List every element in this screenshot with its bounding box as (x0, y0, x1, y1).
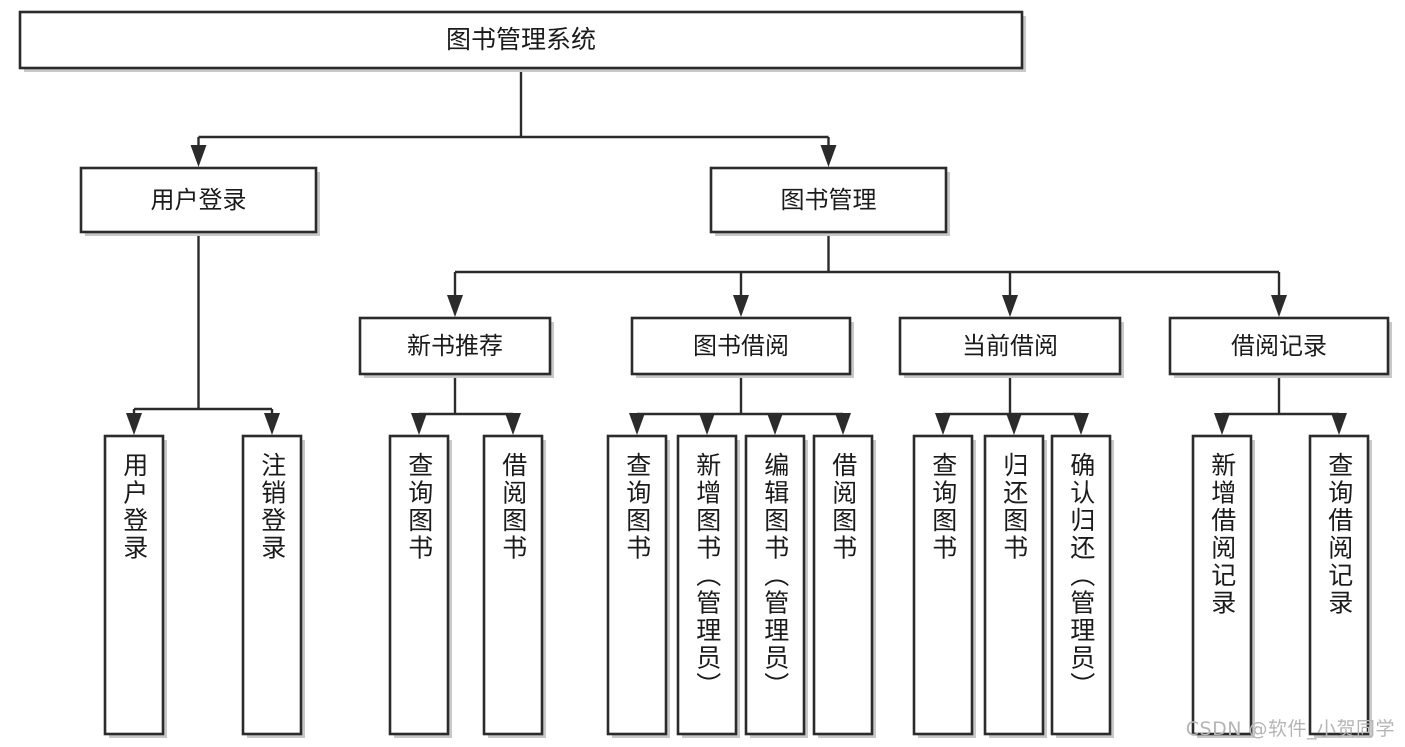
label-book-manage: 图书管理 (781, 186, 877, 214)
arrowhead-to-leaf-confirm-return (1073, 413, 1089, 435)
node-book-manage[interactable] (709, 166, 948, 234)
node-leaf-add-book[interactable] (676, 434, 738, 736)
arrowhead-to-borrow-record (1271, 295, 1287, 317)
label-current-borrow: 当前借阅 (962, 332, 1058, 360)
arrowhead-to-leaf-user-login (126, 413, 142, 435)
label-borrow-record: 借阅记录 (1231, 332, 1327, 360)
node-leaf-confirm-return[interactable] (1050, 434, 1112, 736)
node-leaf-borrow-book-1[interactable] (482, 434, 544, 736)
node-leaf-return-book[interactable] (983, 434, 1045, 736)
arrowhead-to-leaf-add-book (699, 413, 715, 435)
node-root[interactable] (18, 10, 1024, 70)
node-leaf-edit-book[interactable] (744, 434, 806, 736)
arrowhead-to-current-borrow (1002, 295, 1018, 317)
watermark-text: CSDN @软件_小贺同学 (1185, 718, 1395, 740)
node-leaf-user-login[interactable] (103, 434, 165, 736)
arrowhead-to-leaf-borrow-book-2 (835, 413, 851, 435)
node-user-login[interactable] (79, 166, 318, 234)
label-book-borrow: 图书借阅 (693, 332, 789, 360)
arrowhead-to-leaf-edit-book (767, 413, 783, 435)
arrowhead-to-new-book-recommend (447, 295, 463, 317)
arrowhead-to-book-borrow (733, 295, 749, 317)
node-leaf-add-record[interactable] (1191, 434, 1253, 736)
node-book-borrow[interactable] (630, 316, 852, 376)
arrowhead-to-leaf-logout (264, 413, 280, 435)
label-user-login: 用户登录 (151, 186, 247, 214)
node-leaf-query-book-3[interactable] (912, 434, 974, 736)
node-box-layer (18, 10, 1392, 738)
node-current-borrow[interactable] (898, 316, 1122, 376)
node-new-book-recommend[interactable] (358, 316, 552, 376)
arrowhead-to-leaf-borrow-book-1 (505, 413, 521, 435)
node-leaf-borrow-book-2[interactable] (812, 434, 874, 736)
node-leaf-query-book-2[interactable] (606, 434, 668, 736)
arrowhead-to-leaf-query-book-2 (629, 413, 645, 435)
arrowhead-to-leaf-add-record (1214, 413, 1230, 435)
node-leaf-query-record[interactable] (1308, 434, 1370, 736)
arrowhead-to-user-login (190, 145, 207, 167)
arrowhead-to-book-manage (820, 145, 837, 167)
label-root: 图书管理系统 (446, 25, 596, 54)
arrowhead-to-leaf-query-book-1 (411, 413, 427, 435)
node-borrow-record[interactable] (1168, 316, 1390, 376)
connector-layer (126, 68, 1347, 435)
label-new-book-recommend: 新书推荐 (407, 332, 503, 360)
arrowhead-to-leaf-query-record (1331, 413, 1347, 435)
arrowhead-to-leaf-query-book-3 (935, 413, 951, 435)
arrowhead-to-leaf-return-book (1006, 413, 1022, 435)
node-leaf-logout[interactable] (241, 434, 303, 736)
node-leaf-query-book-1[interactable] (388, 434, 450, 736)
